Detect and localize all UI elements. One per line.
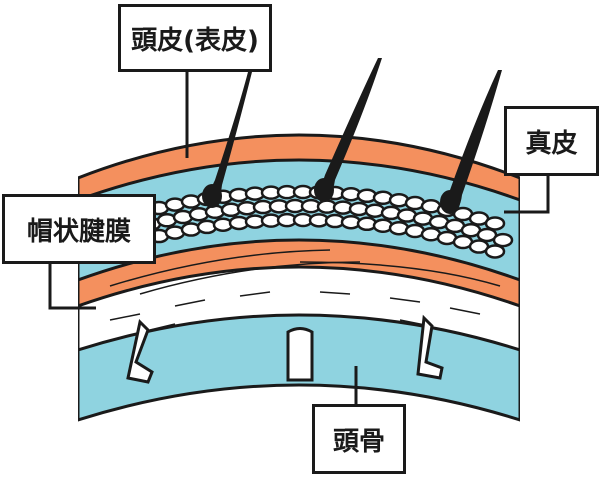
leader-galea (48, 264, 96, 310)
leader-dermis (504, 176, 550, 214)
hair-2 (320, 58, 382, 200)
label-galea-text: 帽状腱膜 (26, 216, 131, 247)
fat-cell (484, 244, 506, 259)
hair-1 (208, 72, 252, 205)
label-scalp-text: 頭皮(表皮) (131, 25, 259, 56)
label-skull: 頭骨 (312, 404, 406, 474)
label-skull-text: 頭骨 (332, 426, 385, 457)
label-dermis-text: 真皮 (525, 128, 578, 159)
label-scalp: 頭皮(表皮) (118, 4, 272, 72)
leader-lines (48, 72, 550, 404)
loose-tissue-dashes (109, 291, 481, 331)
skull-suture-gap (286, 327, 314, 382)
hair-3 (447, 70, 502, 214)
hair-strands (202, 58, 502, 214)
galea-fiber-lines (109, 249, 501, 295)
fat-cell (484, 216, 506, 231)
label-dermis: 真皮 (504, 106, 599, 176)
label-galea: 帽状腱膜 (2, 194, 156, 264)
emissary-structure-right (416, 314, 444, 380)
emissary-structure-left (126, 318, 154, 384)
fat-cell (492, 232, 514, 248)
